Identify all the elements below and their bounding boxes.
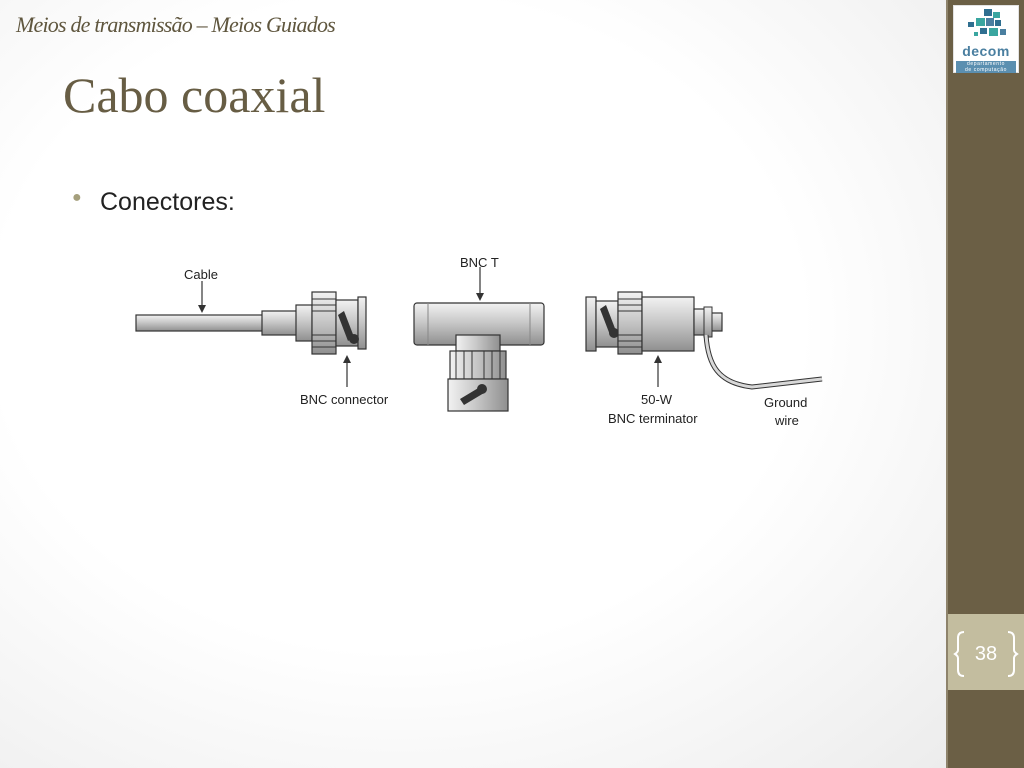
- label-ground-1: Ground: [764, 395, 807, 410]
- page-number-box: [948, 614, 1024, 690]
- slide-title: Cabo coaxial: [63, 67, 326, 123]
- decom-logo: decom departamento de computação: [953, 5, 1019, 73]
- page-number: 38: [974, 643, 998, 665]
- label-cable: Cable: [184, 267, 218, 282]
- logo-word: decom: [962, 43, 1010, 59]
- bullet-icon: ●: [72, 189, 82, 206]
- label-bnc-t: BNC T: [460, 255, 499, 270]
- bullet-item: Conectores:: [100, 188, 235, 216]
- slide-subtitle: Meios de transmissão – Meios Guiados: [16, 12, 336, 37]
- label-terminator-1: 50-W: [641, 392, 673, 407]
- label-terminator-2: BNC terminator: [608, 411, 698, 426]
- label-ground-2: wire: [774, 413, 799, 428]
- sidebar-edge: [946, 0, 948, 768]
- logo-subtitle-bar: departamento de computação: [956, 61, 1016, 73]
- logo-sub-line2: de computação: [965, 67, 1007, 73]
- bnc-connector-drawing: [135, 281, 367, 387]
- bnc-t-drawing: [413, 267, 545, 412]
- label-bnc-connector: BNC connector: [300, 392, 389, 407]
- bnc-connectors-figure: Cable BNC connector BNC T 50-W BNC termi…: [135, 255, 823, 428]
- page-brackets-icon: [953, 631, 1019, 677]
- logo-mosaic-icon: [968, 9, 1006, 36]
- logo-sub-line1: departamento: [966, 61, 1006, 67]
- bnc-terminator-drawing: [585, 291, 823, 390]
